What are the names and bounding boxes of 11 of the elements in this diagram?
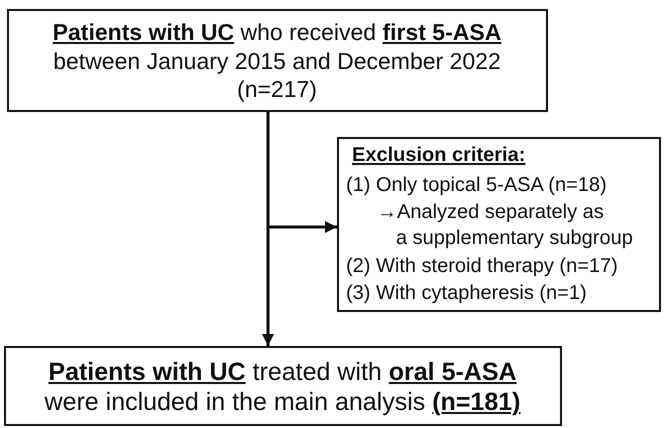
list-note: →Analyzed separately as a supplementary subgroup	[377, 200, 634, 251]
box-heading: Exclusion criteria:	[352, 143, 526, 168]
box-text: Patients with UC who received first 5-ASA between January 2015 and December 2022 (n=217)	[52, 18, 502, 104]
list-item: (1) Only topical 5-ASA (n=18)	[346, 173, 607, 198]
arrow	[266, 112, 337, 233]
list-item: (2) With steroid therapy (n=17)	[346, 254, 618, 279]
process-box	[4, 346, 562, 426]
process-box	[7, 9, 548, 112]
box-text: Patients with UC treated with oral 5-ASA were included in the main analysis (n=181)	[44, 357, 522, 417]
list-item: (3) With cytapheresis (n=1)	[346, 281, 587, 306]
exclusion-box	[337, 137, 661, 312]
